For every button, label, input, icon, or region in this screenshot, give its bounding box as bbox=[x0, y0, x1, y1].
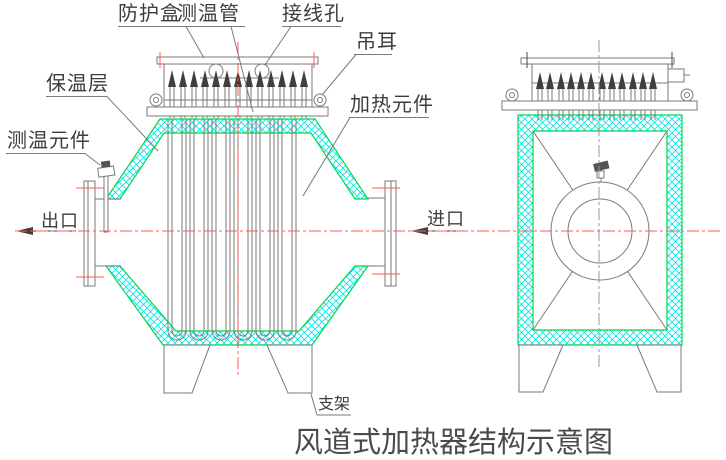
wiring-fitting bbox=[667, 68, 685, 83]
label-temperature-tube: 测温管 bbox=[177, 3, 240, 25]
label-support-bracket: 支架 bbox=[318, 396, 351, 413]
side-sensor-device bbox=[593, 160, 610, 182]
lifting-lug bbox=[313, 93, 327, 107]
inlet-pipe bbox=[368, 180, 397, 287]
label-inlet: 进口 bbox=[427, 209, 465, 229]
leader-lines bbox=[6, 26, 429, 416]
lifting-lug bbox=[149, 93, 163, 107]
label-protective-box: 防护盒 bbox=[118, 3, 181, 25]
heating-elements bbox=[167, 118, 297, 341]
label-heating-element: 加热元件 bbox=[350, 94, 434, 116]
label-wiring-hole: 接线孔 bbox=[282, 3, 345, 25]
temperature-sensor-device bbox=[97, 160, 116, 233]
diagram-title: 风道式加热器结构示意图 bbox=[294, 427, 614, 459]
lifting-lug bbox=[680, 88, 694, 102]
label-temperature-sensor: 测温元件 bbox=[7, 130, 91, 152]
centerlines bbox=[15, 40, 722, 378]
label-insulation-layer: 保温层 bbox=[46, 73, 109, 95]
support-legs-front bbox=[163, 344, 313, 394]
support-legs-side bbox=[518, 344, 682, 393]
label-lifting-lug: 吊耳 bbox=[356, 31, 398, 53]
red-datum-ticks bbox=[76, 52, 400, 278]
protective-box-side bbox=[520, 52, 690, 101]
wiring-hole-dome bbox=[254, 63, 270, 79]
lifting-lug bbox=[505, 88, 519, 102]
outlet-pipe bbox=[83, 180, 121, 287]
label-outlet: 出口 bbox=[41, 211, 79, 231]
